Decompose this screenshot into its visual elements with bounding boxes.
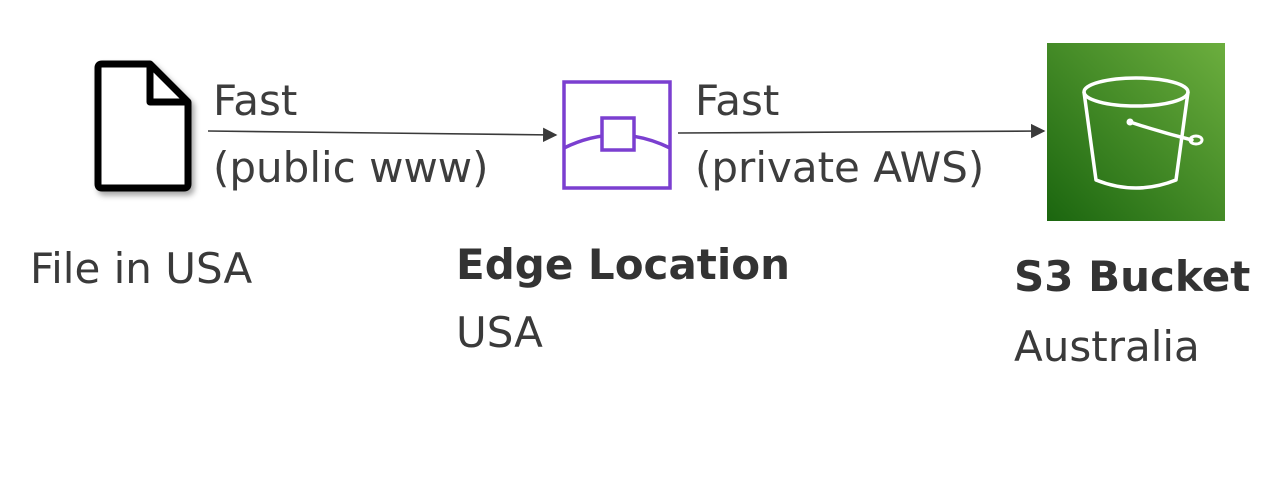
edge-2-label-line1: Fast [695,76,780,125]
document-icon [94,60,192,192]
edge-1-label-line2: (public www) [213,143,489,192]
edge-node-sublabel: USA [456,308,543,357]
arrow-file-to-edge [207,127,558,143]
edge-1-label-line1: Fast [213,76,298,125]
edge-location-icon [562,80,672,190]
edge-node-label: Edge Location [456,240,791,289]
arrow-edge-to-s3 [677,123,1046,139]
s3-bucket-icon [1047,43,1225,221]
file-node-label: File in USA [30,244,253,293]
s3-node-sublabel: Australia [1014,322,1200,371]
edge-2-label-line2: (private AWS) [695,143,985,192]
s3-node-label: S3 Bucket [1014,252,1251,301]
